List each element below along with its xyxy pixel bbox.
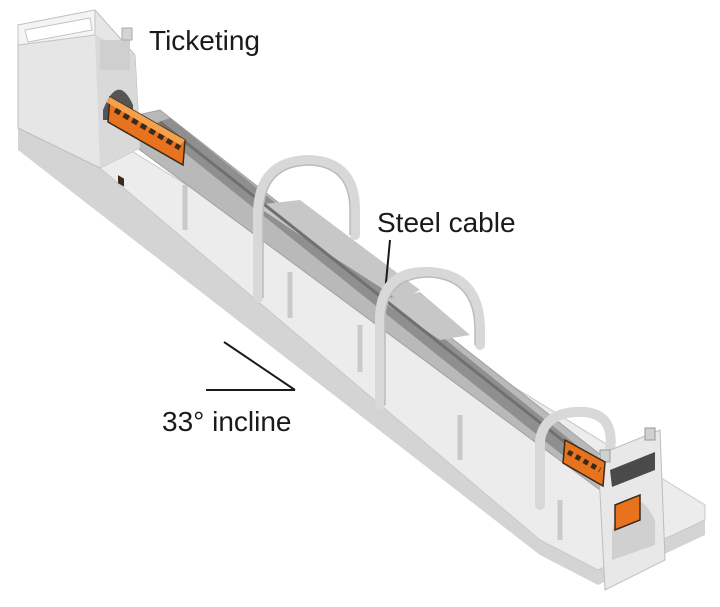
track-supports: [182, 185, 563, 540]
steel-cable-label: Steel cable: [377, 207, 516, 238]
ticketing-label: Ticketing: [149, 25, 261, 56]
incline-label: 33° incline: [162, 406, 292, 437]
bottom-cable-car: [562, 438, 606, 488]
bottom-station: [597, 427, 666, 591]
incline-indicator: [206, 341, 296, 391]
arch-outlines: [262, 164, 476, 405]
arches: [253, 154, 616, 510]
top-cable-car: [106, 95, 186, 187]
